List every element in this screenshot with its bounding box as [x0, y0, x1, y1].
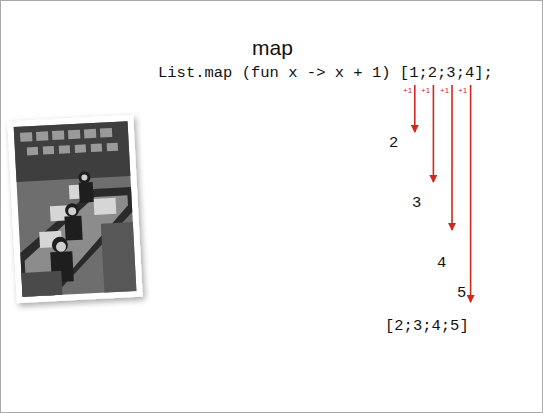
result-number: 5 — [457, 284, 466, 302]
result-number: 3 — [412, 194, 421, 212]
increment-label: +1 — [421, 86, 430, 95]
map-arrow — [414, 85, 416, 132]
map-arrow — [470, 85, 472, 302]
result-number: 4 — [437, 254, 446, 272]
code-line: List.map (fun x -> x + 1) [1;2;3;4]; — [158, 64, 493, 82]
result-list: [2;3;4;5] — [385, 317, 469, 335]
increment-label: +1 — [403, 86, 412, 95]
slide-title: map — [252, 36, 293, 60]
map-arrow — [451, 85, 453, 230]
result-number: 2 — [389, 134, 398, 152]
map-arrow — [433, 85, 435, 182]
increment-label: +1 — [458, 86, 467, 95]
increment-label: +1 — [440, 86, 449, 95]
